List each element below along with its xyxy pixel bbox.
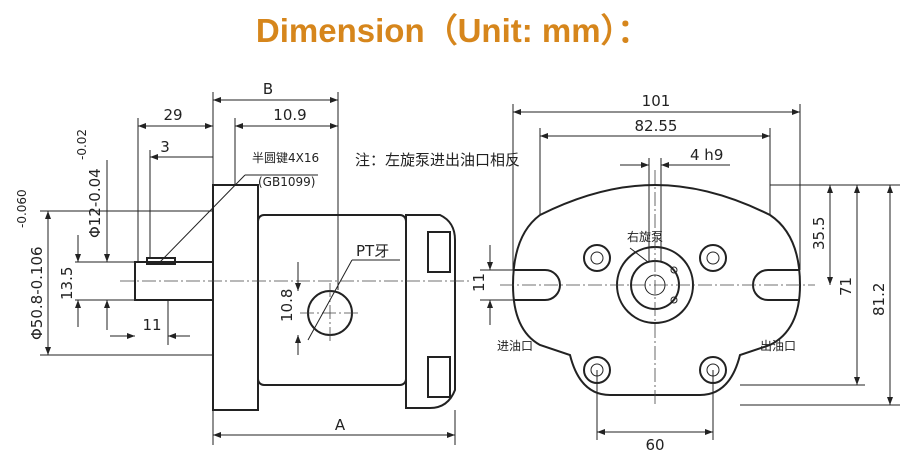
dim-11: 11 <box>142 316 161 334</box>
port-label: PT牙 <box>356 242 389 260</box>
dim-82-55: 82.55 <box>635 117 678 135</box>
dim-60: 60 <box>645 436 664 454</box>
key <box>146 257 176 265</box>
key-label: 半圆键4X16 <box>252 151 319 165</box>
dim-13-5: 13.5 <box>58 267 76 300</box>
dim-35-5: 35.5 <box>810 217 828 250</box>
dim-11-front: 11 <box>470 273 488 292</box>
flange-outline <box>511 183 802 396</box>
left-slot <box>513 269 561 301</box>
dim-10-8: 10.8 <box>278 289 296 322</box>
dim-4h9: 4 h9 <box>690 146 723 164</box>
inlet-label: 进油口 <box>497 339 533 353</box>
dim-3: 3 <box>160 138 170 156</box>
dim-29: 29 <box>163 106 182 124</box>
flange <box>212 184 259 411</box>
dim-pilot-upper-tol: -0.060 <box>15 189 29 228</box>
side-view-labels: B 10.9 29 3 半圆键4X16 (GB1099) A 11 PT牙 13… <box>15 80 389 434</box>
front-view-labels: 101 82.55 4 h9 右旋泵 进油口 出油口 60 35.5 71 81… <box>470 92 888 454</box>
dim-10-9: 10.9 <box>273 106 306 124</box>
dim-shaft-diameter: Φ12-0.04 <box>86 168 104 238</box>
page-title: Dimension（Unit: mm）： <box>255 12 651 49</box>
dim-A: A <box>335 416 346 434</box>
bolt-head-top <box>427 231 451 273</box>
note: 注：左旋泵进出油口相反 <box>355 151 520 169</box>
dim-B: B <box>263 80 273 98</box>
front-view <box>480 104 900 440</box>
rear-cover <box>405 214 456 409</box>
key-standard: (GB1099) <box>258 175 315 189</box>
dim-71: 71 <box>837 277 855 296</box>
dim-shaft-upper-tol: -0.02 <box>75 129 89 160</box>
dim-101: 101 <box>642 92 671 110</box>
bolt-head-bottom <box>427 356 451 398</box>
outlet-label: 出油口 <box>760 339 796 353</box>
side-view <box>40 92 470 445</box>
rotation-label: 右旋泵 <box>627 229 663 244</box>
dim-pilot-diameter: Φ50.8-0.106 <box>28 246 46 340</box>
dim-81-2: 81.2 <box>870 283 888 316</box>
